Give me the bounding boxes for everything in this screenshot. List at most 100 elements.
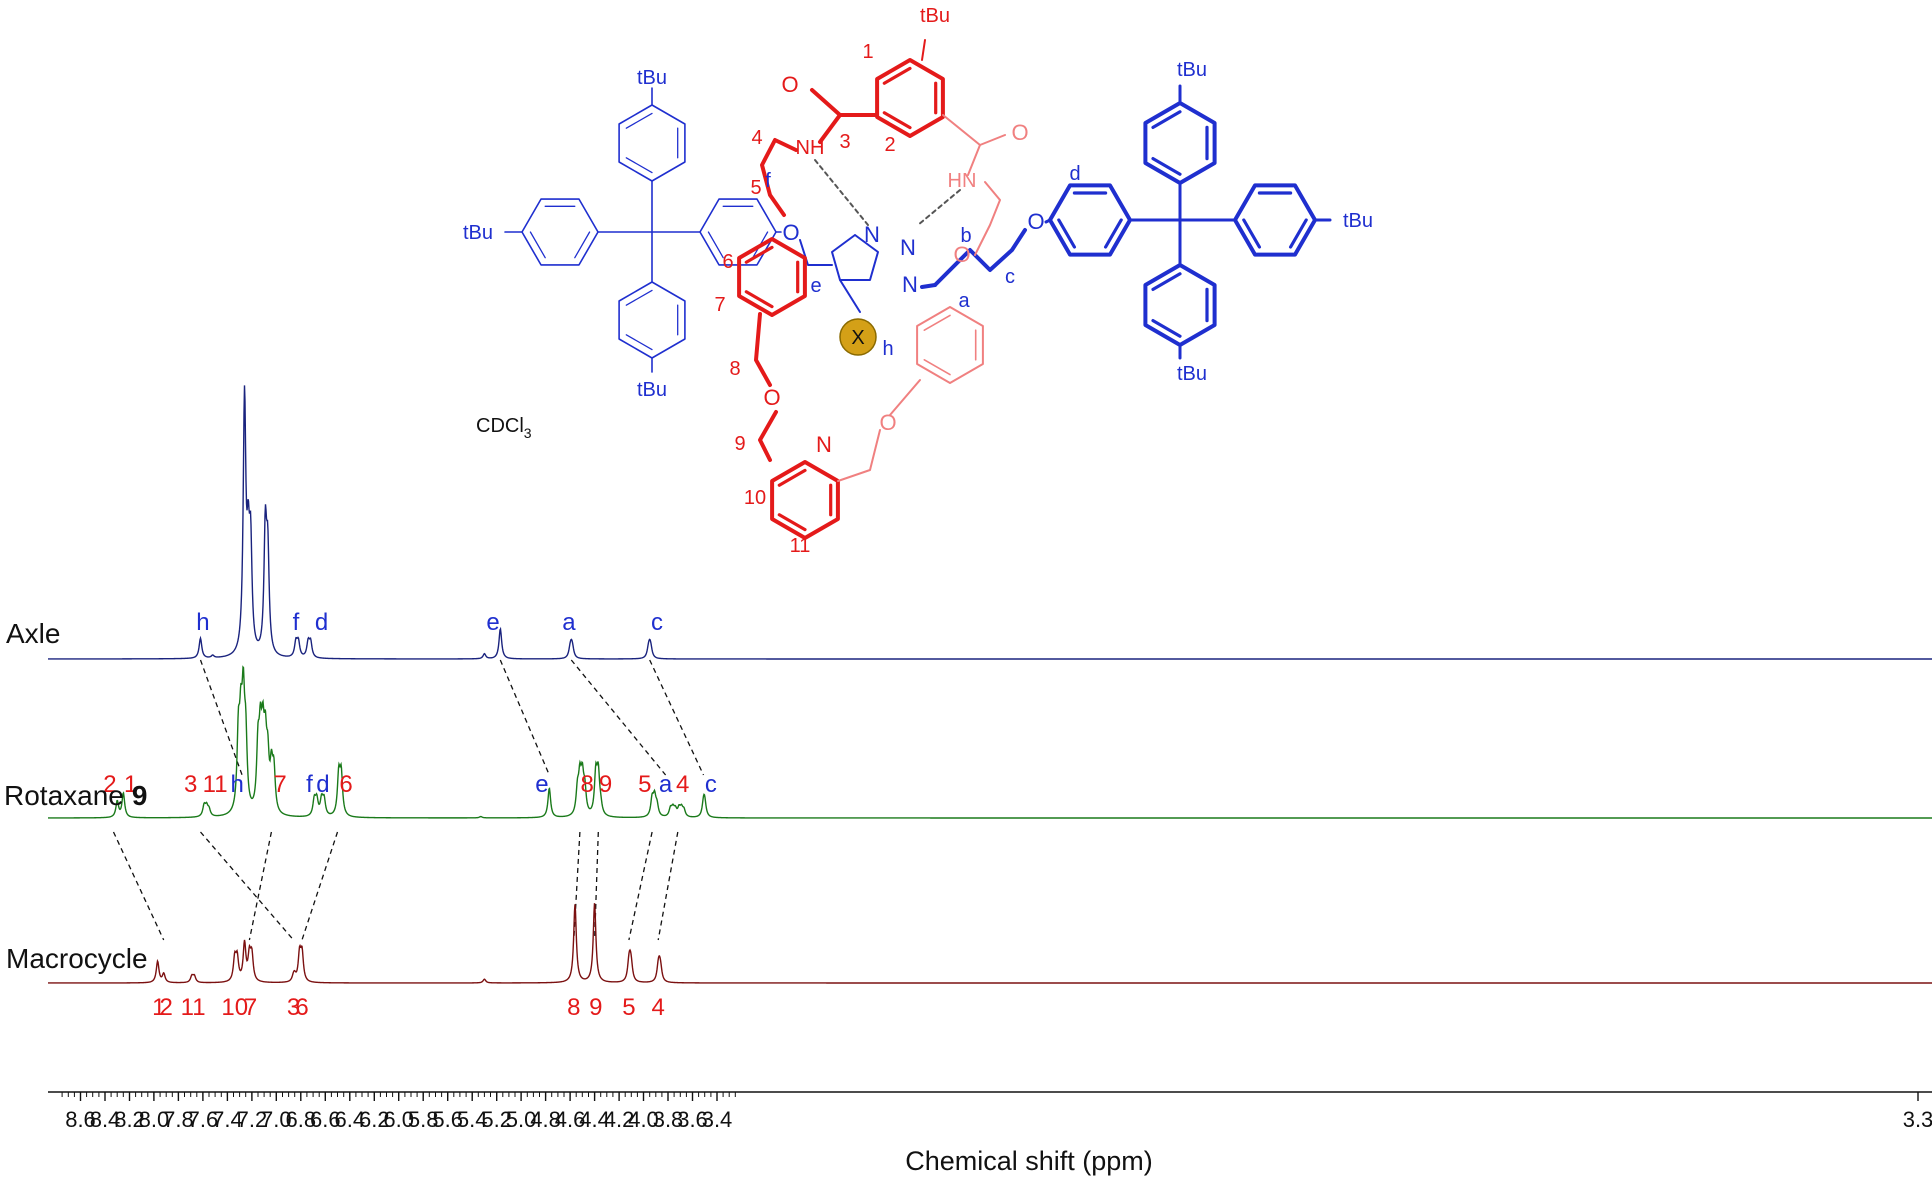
x-tick-label: 6.8 <box>286 1107 317 1132</box>
amide-n-right <box>967 144 981 176</box>
left-bottom-phenyl <box>618 281 686 359</box>
peak-label-axle-1: f <box>293 609 300 636</box>
series-label-rotaxane-number: 9 <box>132 780 148 811</box>
x-tick-label: 7.6 <box>188 1107 219 1132</box>
peak-label-axle-5: c <box>651 609 663 636</box>
label-c: c <box>1005 266 1015 288</box>
spectrum-line-macrocycle <box>48 903 1932 984</box>
x-tick-label: 7.0 <box>261 1107 292 1132</box>
peak-label-rotaxane-15: c <box>705 771 717 798</box>
hn-right: HN <box>948 170 977 192</box>
pink-phenyl-double-bond <box>923 358 951 376</box>
correlation-line-7 <box>301 831 339 941</box>
x-substituent-sphere <box>839 318 877 356</box>
x-tick-label: 5.0 <box>506 1107 537 1132</box>
peak-label-rotaxane-14: 4 <box>676 771 689 798</box>
pink-phenyl <box>916 306 984 384</box>
peak-label-rotaxane-7: d <box>316 771 329 798</box>
left-phenoxy-ring-double-bond <box>707 231 724 259</box>
oxygen-right: O <box>1027 209 1044 234</box>
spectrum-axle <box>48 385 1932 660</box>
pyridine-ring <box>770 460 840 540</box>
pyridyl-chain <box>758 410 778 462</box>
spectrum-macrocycle <box>48 903 1932 984</box>
correlation-line-4 <box>112 831 165 941</box>
series-label-axle: Axle <box>6 618 60 649</box>
macrocycle-phenyl-double-bond <box>744 245 774 264</box>
correlation-line-10 <box>628 831 653 941</box>
isophthalamide-ring <box>875 58 945 138</box>
right-bottom-phenyl-double-bond <box>1151 272 1182 291</box>
x-tick-label: 8.4 <box>90 1107 121 1132</box>
triazole-axle-bond <box>920 283 937 289</box>
tbu-label-left-top: tBu <box>637 67 667 89</box>
peak-label-rotaxane-1: 1 <box>124 771 137 798</box>
x-tick-label: 7.4 <box>212 1107 243 1132</box>
x-tick-label: 5.6 <box>432 1107 463 1132</box>
x-tick-label: 5.8 <box>408 1107 439 1132</box>
right-chain <box>974 181 1001 256</box>
x-tick-label: 6.0 <box>383 1107 414 1132</box>
x-label: X <box>851 327 864 349</box>
correlation-line-5 <box>200 831 294 941</box>
correlation-line-0 <box>199 659 243 776</box>
peak-label-macrocycle-0: 1 <box>152 994 165 1021</box>
oxygen-ring-right: O <box>953 242 970 267</box>
label-f: f <box>765 170 771 192</box>
left-phenyl-double-bond <box>529 231 546 259</box>
spectrum-line-rotaxane <box>48 665 1932 819</box>
pyridine-ring-double-bond <box>777 468 807 487</box>
series-label-rotaxane-name: Rotaxane <box>4 780 124 811</box>
isophthalamide-ring-double-bond <box>882 111 912 130</box>
right-phenoxy-ring-double-bond <box>1103 218 1123 249</box>
x-tick-label: 8.0 <box>139 1107 170 1132</box>
x-tick-label: 6.6 <box>310 1107 341 1132</box>
spectra-group <box>48 385 1932 984</box>
left-bottom-phenyl-double-bond <box>625 289 653 306</box>
peak-label-macrocycle-6: 6 <box>295 994 308 1021</box>
tbu-bond <box>921 39 926 61</box>
triazole-n2: N <box>900 235 916 260</box>
x-tick-label: 8.2 <box>114 1107 145 1132</box>
amide-o-left: O <box>781 72 798 97</box>
peak-label-rotaxane-11: 9 <box>599 771 612 798</box>
pyridine-n: N <box>816 432 832 457</box>
label-d: d <box>1069 163 1080 185</box>
label-2: 2 <box>884 134 895 156</box>
label-11: 11 <box>790 535 811 557</box>
right-phenoxy-ring <box>1048 183 1132 257</box>
spectrum-line-axle <box>48 385 1932 660</box>
right-phenyl <box>1233 183 1317 257</box>
macrocycle-phenyl-double-bond <box>744 290 774 309</box>
left-chain <box>760 138 798 217</box>
label-b: b <box>960 225 971 247</box>
left-top-phenyl-double-bond <box>625 112 653 129</box>
x-tick-label: 7.2 <box>237 1107 268 1132</box>
peak-label-axle-4: a <box>562 609 576 636</box>
amide-left <box>810 88 879 117</box>
tbu-label-left: tBu <box>463 222 493 244</box>
left-top-phenyl <box>618 104 686 182</box>
peak-label-macrocycle-2: 11 <box>181 994 206 1021</box>
hbond-right <box>917 189 961 226</box>
correlation-line-1 <box>499 659 550 776</box>
peak-correlation-lines <box>112 659 705 941</box>
x-tick-label: 6.2 <box>359 1107 390 1132</box>
amide-right <box>942 114 1006 146</box>
spectrum-rotaxane <box>48 665 1932 819</box>
right-top-phenyl <box>1143 101 1217 185</box>
x-axis: 8.68.48.28.07.87.67.47.27.06.86.66.46.26… <box>48 1091 1932 1132</box>
peak-label-rotaxane-5: 7 <box>273 771 286 798</box>
peak-label-macrocycle-9: 5 <box>622 994 635 1021</box>
left-phenoxy-ring <box>699 198 777 266</box>
tbu-label-right-top: tBu <box>1177 59 1207 81</box>
left-bottom-phenyl-double-bond <box>625 334 653 351</box>
label-8: 8 <box>729 358 740 380</box>
peak-label-rotaxane-2: 3 <box>184 771 197 798</box>
amide-o-right: O <box>1011 120 1028 145</box>
x-tick-label: 8.6 <box>65 1107 96 1132</box>
label-5: 5 <box>750 177 761 199</box>
ether-bond <box>1044 218 1052 224</box>
